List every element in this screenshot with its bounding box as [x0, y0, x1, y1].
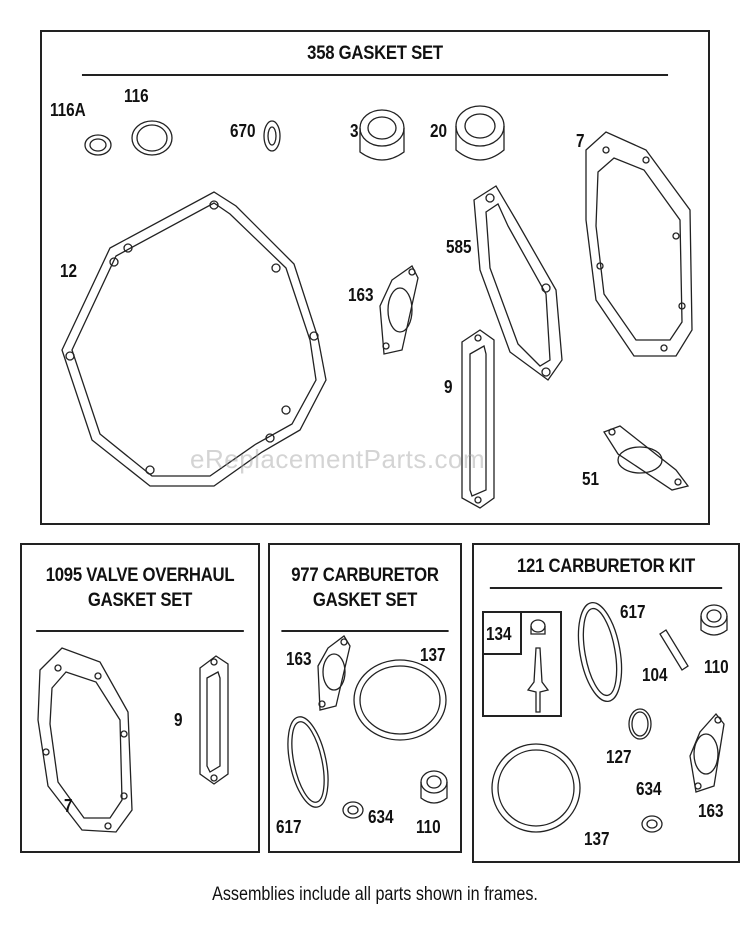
- part-137-ring-icon: [491, 743, 581, 833]
- carburetor-kit-title: 121 CARBURETOR KIT: [489, 545, 723, 589]
- gasket-set-title: 358 GASKET SET: [81, 32, 669, 76]
- ck-label-163: 163: [698, 801, 724, 821]
- part-670-washer-icon: [263, 120, 281, 152]
- ck-label-617: 617: [620, 602, 646, 622]
- part-12-crankcase-gasket-icon: [61, 191, 327, 487]
- vo-label-9: 9: [174, 710, 183, 730]
- part-617-ring-icon: [577, 601, 623, 703]
- cg-label-634: 634: [368, 807, 394, 827]
- footer-note: Assemblies include all parts shown in fr…: [212, 884, 538, 905]
- part-634-washer-icon: [342, 801, 364, 819]
- part-137-ring-icon: [353, 659, 447, 741]
- cg-label-110: 110: [416, 817, 441, 837]
- part-163-gasket-icon: [317, 635, 351, 711]
- label-116: 116: [124, 86, 149, 106]
- part-9-breather-gasket-icon: [461, 329, 495, 509]
- carburetor-gasket-frame: 977 CARBURETOR GASKET SET: [268, 543, 462, 853]
- part-134-needle-valve-icon: [526, 619, 550, 713]
- carburetor-gasket-title: 977 CARBURETOR GASKET SET: [281, 545, 449, 632]
- ck-label-134: 134: [486, 624, 512, 644]
- label-12: 12: [60, 261, 78, 281]
- ck-label-127: 127: [606, 747, 632, 767]
- valve-overhaul-title-line2: GASKET SET: [87, 589, 193, 611]
- carburetor-kit-frame: 121 CARBURETOR KIT: [472, 543, 740, 863]
- label-116a: 116A: [50, 100, 86, 120]
- carburetor-gasket-title-line1: 977 CARBURETOR: [291, 564, 439, 586]
- cg-label-137: 137: [420, 645, 446, 665]
- part-7-head-gasket-icon: [585, 131, 693, 357]
- part-116-seal-icon: [131, 120, 173, 156]
- part-585-gasket-icon: [473, 185, 563, 381]
- vo-label-7: 7: [64, 796, 73, 816]
- part-104-pin-icon: [659, 629, 689, 671]
- gasket-set-frame: 358 GASKET SET: [40, 30, 710, 525]
- part-3-bushing-icon: [359, 109, 405, 161]
- part-7-head-gasket-icon: [37, 647, 133, 833]
- label-20: 20: [430, 121, 448, 141]
- part-134-label-box: [482, 611, 522, 655]
- part-634-washer-icon: [641, 815, 663, 833]
- cg-label-163: 163: [286, 649, 312, 669]
- label-51: 51: [582, 469, 600, 489]
- ck-label-137: 137: [584, 829, 610, 849]
- label-9: 9: [444, 377, 453, 397]
- part-9-breather-gasket-icon: [199, 655, 229, 785]
- watermark: eReplacementParts.com: [190, 444, 486, 474]
- label-670: 670: [230, 121, 256, 141]
- label-585: 585: [446, 237, 472, 257]
- part-51-exhaust-gasket-icon: [603, 425, 690, 491]
- part-134-subframe: [482, 611, 562, 717]
- ck-label-634: 634: [636, 779, 662, 799]
- valve-overhaul-title: 1095 VALVE OVERHAUL GASKET SET: [36, 545, 244, 632]
- ck-label-104: 104: [642, 665, 668, 685]
- part-116a-washer-icon: [84, 134, 112, 156]
- part-20-bushing-icon: [455, 105, 505, 161]
- valve-overhaul-title-line1: 1095 VALVE OVERHAUL: [45, 564, 235, 586]
- part-110-bushing-icon: [420, 770, 448, 804]
- label-7: 7: [576, 131, 585, 151]
- part-110-bushing-icon: [700, 604, 728, 636]
- label-3: 3: [350, 121, 359, 141]
- part-127-plug-icon: [628, 708, 652, 740]
- label-163: 163: [348, 285, 374, 305]
- ck-label-110: 110: [704, 657, 729, 677]
- cg-label-617: 617: [276, 817, 302, 837]
- carburetor-gasket-title-line2: GASKET SET: [312, 589, 418, 611]
- part-617-ring-icon: [287, 716, 329, 808]
- part-163-gasket-icon: [379, 265, 419, 355]
- part-163-gasket-icon: [689, 712, 725, 793]
